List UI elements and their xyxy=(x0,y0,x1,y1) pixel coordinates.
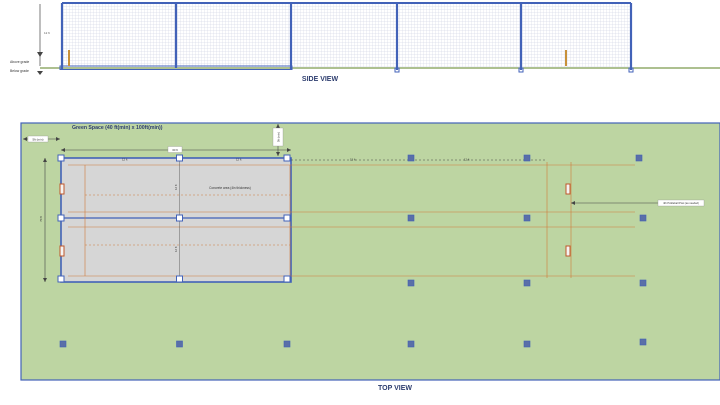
concrete-area-label: Concrete area (4in thickness) xyxy=(209,186,251,190)
callout-label: 4th Pickleball Post (as needed) xyxy=(663,201,699,205)
field-footing xyxy=(639,214,647,222)
pickleball-posts xyxy=(59,183,571,257)
left-offset-label: 5ft (min) xyxy=(32,138,43,142)
slab-footing xyxy=(57,154,65,162)
span-label-2: 12 ft xyxy=(464,158,470,162)
field-footing xyxy=(407,214,415,222)
label-box xyxy=(27,135,49,143)
field-footing xyxy=(639,279,647,287)
above-grade-label: Above grade xyxy=(10,60,29,64)
field-footing xyxy=(635,154,643,162)
footings xyxy=(394,67,634,73)
slab-footing xyxy=(57,214,65,222)
span-label-4: 12 ft xyxy=(174,246,178,252)
label-box xyxy=(657,199,705,207)
fence-mesh xyxy=(62,3,631,67)
field-footing xyxy=(407,279,415,287)
concrete-slab-section xyxy=(59,65,293,70)
slab-footing xyxy=(176,154,183,162)
footing xyxy=(518,67,524,73)
pickleball-post xyxy=(59,183,65,195)
inner-span-label-2: 12 ft xyxy=(236,158,242,162)
footing xyxy=(628,67,634,73)
dimension-arrow xyxy=(287,148,291,152)
top-offset-label: 5ft (min) xyxy=(277,132,281,142)
pickleball-post xyxy=(59,245,65,257)
slab-footing xyxy=(283,214,291,222)
fence-posts xyxy=(60,3,633,70)
slab-footing xyxy=(176,275,183,283)
dimension-arrow xyxy=(61,148,65,152)
dimension-arrow xyxy=(276,152,280,156)
top-view-title: TOP VIEW xyxy=(378,385,412,392)
field-footing xyxy=(176,340,183,348)
side-view: 12 ft Above grade Below grade SIDE VIEW xyxy=(10,2,720,83)
label-box xyxy=(167,146,183,153)
dimension-arrow xyxy=(43,158,47,162)
dimension-arrow xyxy=(37,71,43,75)
field-footing xyxy=(523,279,531,287)
below-grade-label: Below grade xyxy=(10,69,29,73)
width-label: 30 ft xyxy=(172,148,178,152)
field-footing xyxy=(59,340,67,348)
dimension-arrow xyxy=(56,137,60,141)
top-view: Green Space (40 ft(min) x 100ft(min)) 5f… xyxy=(20,122,720,392)
field-footing xyxy=(283,340,291,348)
side-view-title: SIDE VIEW xyxy=(302,76,339,83)
span-label-3: 12 ft xyxy=(174,184,178,190)
dimension-arrow xyxy=(43,278,47,282)
field-footing xyxy=(639,338,647,346)
green-space-label: Green Space (40 ft(min) x 100ft(min)) xyxy=(72,125,163,131)
slab-footing xyxy=(283,275,291,283)
field-footing xyxy=(523,214,531,222)
dimension-arrow xyxy=(276,124,280,128)
footing xyxy=(394,67,400,73)
pickleball-post xyxy=(565,183,571,195)
inner-span-label-1: 12 ft xyxy=(122,158,128,162)
slab-footings xyxy=(57,154,291,283)
court-lines xyxy=(68,162,635,278)
field-footing xyxy=(407,340,415,348)
callout-arrow xyxy=(571,201,575,205)
field-footing xyxy=(407,154,415,162)
label-box xyxy=(272,127,284,147)
height-label: 70 ft xyxy=(39,216,43,222)
dimension-arrow xyxy=(37,52,43,57)
slab-footing xyxy=(57,275,65,283)
field-footing xyxy=(523,154,531,162)
dimension-arrow xyxy=(23,137,27,141)
span-label-1: 12 ft xyxy=(350,158,356,162)
field-footings xyxy=(59,154,647,348)
field-footing xyxy=(523,340,531,348)
slab-footing xyxy=(283,154,291,162)
slab-footing xyxy=(176,214,183,222)
side-height-label: 12 ft xyxy=(44,31,50,35)
pickleball-post xyxy=(565,245,571,257)
